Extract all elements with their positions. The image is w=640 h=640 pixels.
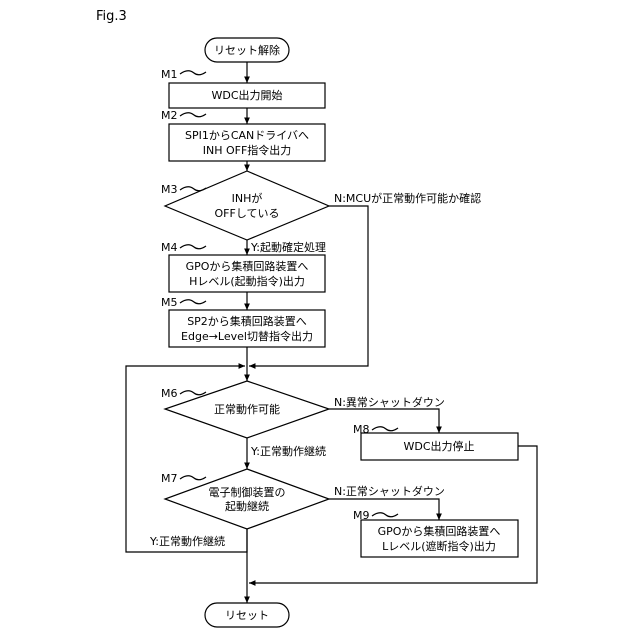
step-m6-text: 正常動作可能 [214, 403, 280, 416]
step-m7-line2: 起動継続 [225, 500, 269, 513]
step-m1-text: WDC出力開始 [211, 89, 282, 102]
step-m3-line1: INHが [232, 192, 263, 205]
step-m9-line2: Lレベル(遮断指令)出力 [382, 540, 496, 553]
branch-m3-no: N:MCUが正常動作可能か確認 [334, 192, 481, 205]
step-m4-line1: GPOから集積回路装置へ [186, 260, 309, 273]
branch-m7-yes: Y:正常動作継続 [150, 535, 225, 548]
step-id-m1: M1 [161, 68, 178, 81]
step-m4-line2: Hレベル(起動指令)出力 [189, 275, 305, 288]
end-label: リセット [225, 609, 269, 622]
step-id-m6: M6 [161, 387, 178, 400]
figure-label: Fig.3 [96, 10, 127, 23]
step-m2-line2: INH OFF指令出力 [203, 144, 292, 157]
step-m2-line1: SPI1からCANドライバへ [185, 129, 309, 142]
step-m5-line1: SP2から集積回路装置へ [187, 315, 307, 328]
step-m9-line1: GPOから集積回路装置へ [378, 525, 501, 538]
step-m3-line2: OFFしている [215, 207, 280, 220]
decision-m3 [165, 171, 329, 240]
step-id-m9: M9 [353, 509, 370, 522]
step-m8-text: WDC出力停止 [403, 440, 474, 453]
decision-m7 [165, 469, 329, 529]
step-id-m4: M4 [161, 241, 178, 254]
step-id-m3: M3 [161, 183, 178, 196]
step-m7-line1: 電子制御装置の [209, 486, 286, 499]
step-id-m2: M2 [161, 109, 178, 122]
step-id-m8: M8 [353, 423, 370, 436]
step-m5-line2: Edge→Level切替指令出力 [181, 330, 313, 343]
step-id-m7: M7 [161, 472, 178, 485]
branch-m3-yes: Y:起動確定処理 [251, 241, 326, 254]
start-label: リセット解除 [214, 44, 280, 57]
branch-m7-no: N:正常シャットダウン [334, 485, 445, 498]
branch-m6-yes: Y:正常動作継続 [251, 445, 326, 458]
step-id-m5: M5 [161, 296, 178, 309]
branch-m6-no: N:異常シャットダウン [334, 396, 445, 409]
